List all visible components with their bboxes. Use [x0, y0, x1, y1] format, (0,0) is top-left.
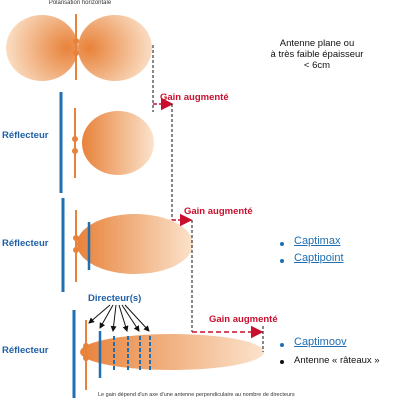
bullet-icon — [280, 259, 284, 263]
flat-antenna-note: Antenne plane ou à très faible épaisseur… — [252, 38, 382, 71]
gain-label-2: Gain augmenté — [184, 206, 253, 217]
product-link-captimoov[interactable]: Captimoov — [294, 336, 347, 348]
feed-point — [73, 50, 79, 56]
bullet-icon — [280, 343, 284, 347]
pointer-arrow-icon — [99, 304, 114, 329]
reflector-label-1: Réflecteur — [2, 130, 49, 141]
pointer-arrow-icon — [118, 304, 129, 332]
reflector-section-1 — [59, 45, 174, 220]
feed-point — [83, 355, 89, 361]
lobe-2 — [77, 214, 193, 274]
gain-label-1: Gain augmenté — [160, 92, 229, 103]
right-lobe — [78, 15, 152, 81]
reflector-section-2 — [61, 198, 193, 332]
pointer-arrow-icon — [124, 304, 150, 332]
product-link-captipoint[interactable]: Captipoint — [294, 252, 344, 264]
director-label: Directeur(s) — [88, 293, 142, 304]
feed-point — [72, 148, 78, 154]
gain-label-3: Gain augmenté — [209, 314, 278, 325]
reflector-label-3: Réflecteur — [2, 345, 49, 356]
top-caption-line1: Polarisation horizontale — [48, 0, 112, 6]
pointer-arrow-icon — [121, 304, 140, 332]
pointer-arrow-icon — [110, 304, 117, 332]
product-link-captimax[interactable]: Captimax — [294, 235, 341, 247]
antenne-rateaux-label: Antenne « râteaux » — [294, 355, 380, 366]
left-lobe — [6, 15, 78, 81]
bullet-icon — [280, 360, 284, 364]
bullet-icon — [280, 242, 284, 246]
pointer-arrow-icon — [88, 304, 111, 324]
reflector-label-2: Réflecteur — [2, 238, 49, 249]
note-line1: Antenne plane ou — [279, 38, 355, 49]
lobe-1 — [82, 111, 154, 175]
reflector-section-3 — [72, 304, 264, 398]
footnote: Le gain dépend d'un axe d'une antenne pe… — [98, 392, 295, 398]
note-line2: à très faible épaisseur — [270, 49, 364, 60]
feed-point — [73, 247, 79, 253]
note-line3: < 6cm — [303, 60, 331, 71]
feed-point — [83, 343, 89, 349]
dipole-pattern — [6, 14, 152, 81]
feed-point — [73, 38, 79, 44]
feed-point — [72, 136, 78, 142]
feed-point — [73, 235, 79, 241]
lobe-3 — [80, 334, 264, 370]
top-caption: Polarisation horizontale — [40, 0, 120, 7]
